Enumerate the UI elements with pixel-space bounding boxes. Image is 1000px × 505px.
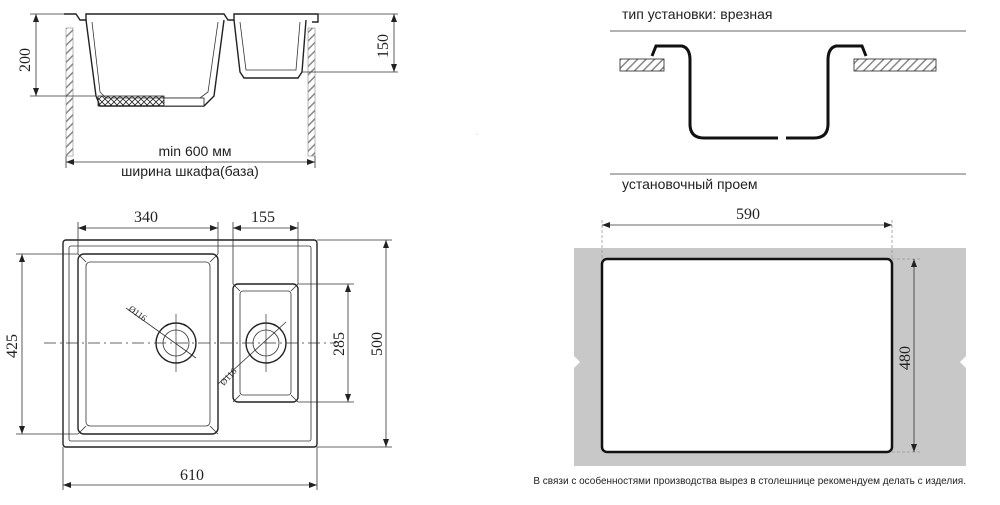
dim-425: 425 <box>4 334 21 358</box>
cabinet-width-label: ширина шкафа(база) <box>121 163 259 179</box>
dim-340: 340 <box>134 209 158 226</box>
sink-profile-left <box>650 44 778 140</box>
dim-200: 200 <box>17 48 34 72</box>
big-bowl <box>77 253 219 435</box>
sink-profile-right <box>786 44 868 140</box>
cutout-note: В связи с особенностями производства выр… <box>533 475 966 487</box>
countertop-right <box>853 58 937 72</box>
big-bowl-bottom-ribs <box>97 95 165 107</box>
opening-label: установочный проем <box>622 176 758 192</box>
sink-rim <box>64 13 319 23</box>
dim-480: 480 <box>897 346 914 370</box>
install-type-section: тип установки: врезная установочный прое… <box>610 6 966 192</box>
min-width-label: min 600 мм <box>159 143 232 159</box>
drain-small-diameter: Ø116 <box>218 366 239 388</box>
dim-500: 500 <box>369 332 386 356</box>
dim-285: 285 <box>331 332 348 356</box>
install-type-label: тип установки: врезная <box>622 6 773 22</box>
top-view: Ø116 Ø116 340 155 425 285 500 <box>4 209 392 490</box>
dim-150: 150 <box>375 34 392 58</box>
side-view: 200 150 min 600 мм ширина шкафа(база) <box>17 13 398 179</box>
drain-big-diameter: Ø116 <box>127 304 149 324</box>
countertop-left <box>619 58 665 72</box>
small-bowl-profile <box>233 19 307 79</box>
cabinet-wall-left <box>65 27 74 157</box>
sink-outline <box>62 239 318 448</box>
svg-text:·: · <box>476 132 478 138</box>
dim-590: 590 <box>736 206 760 223</box>
cutout-opening <box>600 257 894 454</box>
cabinet-wall-right <box>307 27 316 157</box>
big-bowl-profile <box>85 19 225 107</box>
cutout-section: 590 480 В связи с особенностями производ… <box>533 206 966 487</box>
dim-155: 155 <box>251 209 275 226</box>
dim-610: 610 <box>180 467 204 484</box>
